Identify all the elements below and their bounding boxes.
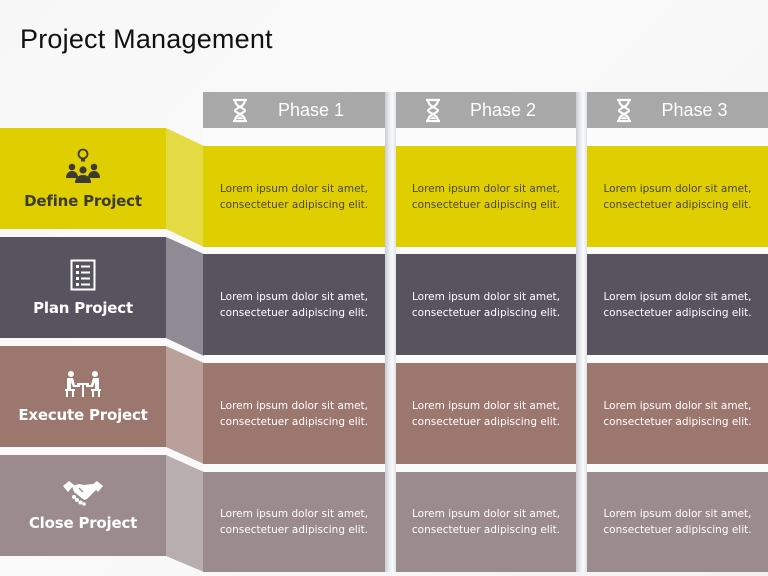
stage-connector (166, 455, 204, 572)
table-cell: Lorem ipsum dolor sit amet, consectetuer… (396, 472, 576, 572)
handshake-icon (63, 480, 103, 506)
table-cell: Lorem ipsum dolor sit amet, consectetuer… (587, 472, 768, 572)
checklist-icon (70, 259, 96, 290)
hourglass-icon (233, 98, 247, 123)
table-cell: Lorem ipsum dolor sit amet, consectetuer… (203, 146, 385, 247)
stage-connector (166, 346, 204, 464)
stage-define-project: Define Project (0, 128, 166, 229)
stage-close-project: Close Project (0, 455, 166, 556)
column-divider (576, 92, 587, 572)
hourglass-icon (617, 98, 631, 123)
page-title: Project Management (20, 24, 273, 54)
stage-plan-project: Plan Project (0, 237, 166, 338)
table-cell: Lorem ipsum dolor sit amet, consectetuer… (587, 363, 768, 464)
stage-connector (166, 237, 204, 356)
stage-execute-project: Execute Project (0, 346, 166, 447)
table-cell: Lorem ipsum dolor sit amet, consectetuer… (587, 254, 768, 355)
meeting-icon (65, 370, 101, 397)
stage-label: Plan Project (33, 298, 133, 317)
column-divider (385, 92, 396, 572)
table-cell: Lorem ipsum dolor sit amet, consectetuer… (203, 363, 385, 464)
stage-label: Define Project (24, 191, 142, 210)
hourglass-icon (426, 98, 440, 123)
table-cell: Lorem ipsum dolor sit amet, consectetuer… (587, 146, 768, 247)
table-cell: Lorem ipsum dolor sit amet, consectetuer… (396, 146, 576, 247)
stage-connector (166, 128, 204, 247)
team-idea-icon (66, 148, 100, 183)
stage-label: Execute Project (18, 405, 148, 424)
phase-header-2: Phase 2 (396, 92, 576, 128)
phase-label: Phase 2 (469, 99, 537, 120)
table-cell: Lorem ipsum dolor sit amet, consectetuer… (396, 363, 576, 464)
table-cell: Lorem ipsum dolor sit amet, consectetuer… (203, 472, 385, 572)
stage-label: Close Project (28, 513, 138, 532)
phase-header-1: Phase 1 (203, 92, 385, 128)
phase-header-3: Phase 3 (587, 92, 768, 128)
table-cell: Lorem ipsum dolor sit amet, consectetuer… (203, 254, 385, 355)
phase-label: Phase 3 (661, 99, 728, 120)
phase-label: Phase 1 (277, 99, 345, 120)
table-cell: Lorem ipsum dolor sit amet, consectetuer… (396, 254, 576, 355)
